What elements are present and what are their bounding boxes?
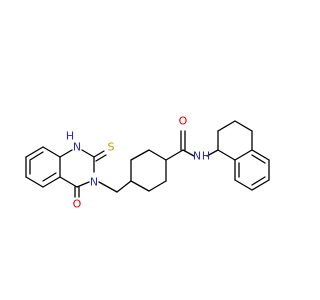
bond xyxy=(251,149,270,161)
amide-group xyxy=(165,130,219,161)
bond-thione xyxy=(93,150,105,158)
atom-label-h: H xyxy=(202,150,210,163)
bond xyxy=(98,181,118,193)
molecule-structure: H N S N O O N H xyxy=(25,115,270,211)
atom-label-o: O xyxy=(179,115,188,128)
bond xyxy=(206,149,219,157)
bond xyxy=(148,149,167,161)
atom-label-n: N xyxy=(193,150,201,163)
bond xyxy=(234,149,253,161)
atom-label-h: H xyxy=(66,130,74,143)
cyclohexane-ring xyxy=(116,149,167,193)
bond xyxy=(217,149,236,161)
atom-label-s: S xyxy=(108,141,115,154)
pyrimidine-ring xyxy=(59,149,118,198)
bond xyxy=(42,146,61,158)
tetralin-ring xyxy=(217,120,270,191)
bond xyxy=(25,176,44,188)
bond-double xyxy=(251,176,266,186)
bond xyxy=(130,149,150,161)
bond xyxy=(76,181,90,188)
atom-label-n: N xyxy=(73,141,81,154)
bond xyxy=(182,149,195,157)
bond-double xyxy=(251,154,266,164)
bond xyxy=(234,120,253,132)
benzo-ring xyxy=(25,146,61,188)
bond-double xyxy=(29,151,44,161)
bond xyxy=(251,179,270,191)
bond xyxy=(217,120,236,132)
atom-label-n: N xyxy=(90,176,98,189)
bond xyxy=(59,176,78,188)
bond xyxy=(25,146,44,158)
bond xyxy=(130,180,150,192)
bond xyxy=(234,179,253,191)
bond-thione xyxy=(95,154,107,162)
bond xyxy=(148,180,167,192)
bond xyxy=(42,176,61,188)
bond xyxy=(81,149,95,158)
bond-double xyxy=(42,172,57,182)
bond xyxy=(165,149,184,161)
atom-label-o: O xyxy=(73,198,82,211)
bond xyxy=(116,180,132,193)
bond xyxy=(59,149,73,158)
